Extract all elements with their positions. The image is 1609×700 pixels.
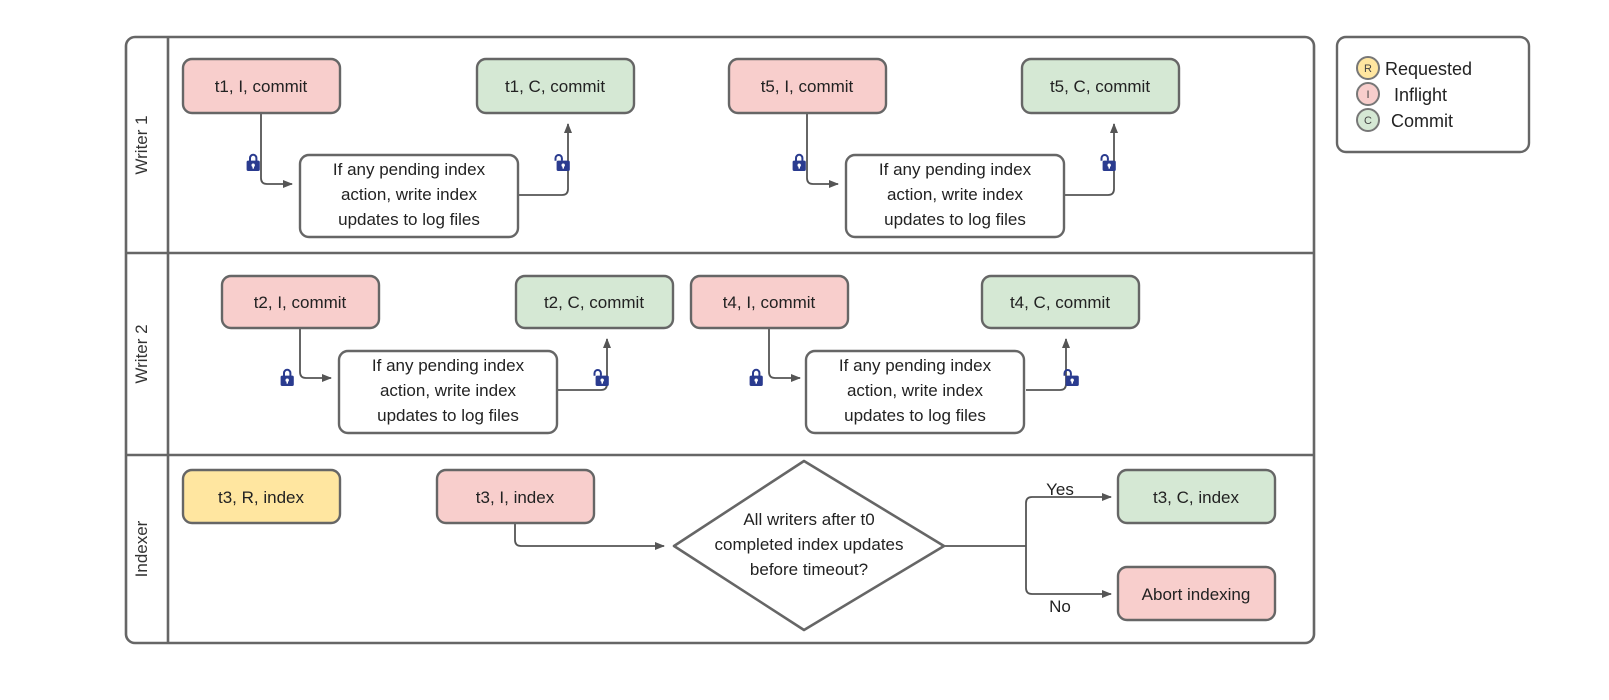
process-line-1: If any pending index [839, 356, 992, 375]
process-line-1: If any pending index [372, 356, 525, 375]
node-ix-t3-requested[interactable]: t3, R, index [181, 468, 342, 525]
node-ix-t3-inflight[interactable]: t3, I, index [435, 468, 596, 525]
node-ix-abort[interactable]: Abort indexing [1116, 565, 1277, 622]
legend-item-requested: R Requested [1356, 56, 1472, 80]
legend-label: Commit [1391, 111, 1453, 131]
decision-line-2: completed index updates [714, 535, 903, 554]
node-w1-process-2[interactable]: If any pending index action, write index… [844, 153, 1066, 239]
node-label: t3, C, index [1153, 488, 1239, 507]
node-w1-process-1[interactable]: If any pending index action, write index… [298, 153, 520, 239]
node-w2-t2-inflight[interactable]: t2, I, commit [220, 274, 381, 330]
legend-item-inflight: I Inflight [1356, 82, 1447, 106]
node-ix-decision-diamond[interactable]: All writers after t0 completed index upd… [672, 459, 946, 632]
node-w2-process-2[interactable]: If any pending index action, write index… [804, 349, 1026, 435]
process-line-2: action, write index [341, 185, 478, 204]
legend-glyph: R [1364, 63, 1372, 75]
node-label: t1, C, commit [505, 77, 605, 96]
lane-title-writer1: Writer 1 [132, 115, 151, 174]
node-w1-t1-inflight[interactable]: t1, I, commit [181, 57, 342, 115]
process-line-1: If any pending index [879, 160, 1032, 179]
node-w1-t1-commit[interactable]: t1, C, commit [475, 57, 636, 115]
legend-label: Requested [1385, 59, 1472, 79]
process-line-3: updates to log files [338, 210, 480, 229]
process-line-2: action, write index [380, 381, 517, 400]
node-label: t2, I, commit [254, 293, 347, 312]
lane-title-indexer: Indexer [132, 520, 151, 577]
process-line-2: action, write index [887, 185, 1024, 204]
edge-label-no: No [1049, 597, 1071, 616]
node-ix-t3-commit[interactable]: t3, C, index [1116, 468, 1277, 525]
lane-label: Writer 2 [132, 324, 151, 383]
node-label: t3, R, index [218, 488, 304, 507]
node-label: t2, C, commit [544, 293, 644, 312]
writer2-edges [299, 327, 1070, 391]
process-line-3: updates to log files [377, 406, 519, 425]
node-w2-t4-inflight[interactable]: t4, I, commit [689, 274, 850, 330]
node-label: t1, I, commit [215, 77, 308, 96]
lane-label: Indexer [132, 520, 151, 577]
legend-glyph: C [1364, 115, 1372, 127]
writer1-edges [260, 112, 1118, 196]
decision-line-1: All writers after t0 [743, 510, 874, 529]
legend-glyph: I [1366, 89, 1369, 101]
indexer-edges [514, 493, 1112, 598]
legend-label: Inflight [1394, 85, 1447, 105]
legend-item-commit: C Commit [1356, 108, 1453, 132]
edge-label-yes: Yes [1046, 480, 1074, 499]
process-line-1: If any pending index [333, 160, 486, 179]
node-label: Abort indexing [1142, 585, 1251, 604]
node-label: t4, C, commit [1010, 293, 1110, 312]
decision-line-3: before timeout? [750, 560, 868, 579]
lane-title-writer2: Writer 2 [132, 324, 151, 383]
node-w2-process-1[interactable]: If any pending index action, write index… [337, 349, 559, 435]
node-w1-t5-commit[interactable]: t5, C, commit [1020, 57, 1181, 115]
node-label: t4, I, commit [723, 293, 816, 312]
node-w2-t2-commit[interactable]: t2, C, commit [514, 274, 675, 330]
process-line-3: updates to log files [844, 406, 986, 425]
node-w1-t5-inflight[interactable]: t5, I, commit [727, 57, 888, 115]
node-w2-t4-commit[interactable]: t4, C, commit [980, 274, 1141, 330]
process-line-2: action, write index [847, 381, 984, 400]
process-line-3: updates to log files [884, 210, 1026, 229]
node-label: t5, C, commit [1050, 77, 1150, 96]
node-label: t3, I, index [476, 488, 555, 507]
lane-label: Writer 1 [132, 115, 151, 174]
legend-panel: R Requested I Inflight C Commit [1335, 35, 1531, 154]
node-label: t5, I, commit [761, 77, 854, 96]
